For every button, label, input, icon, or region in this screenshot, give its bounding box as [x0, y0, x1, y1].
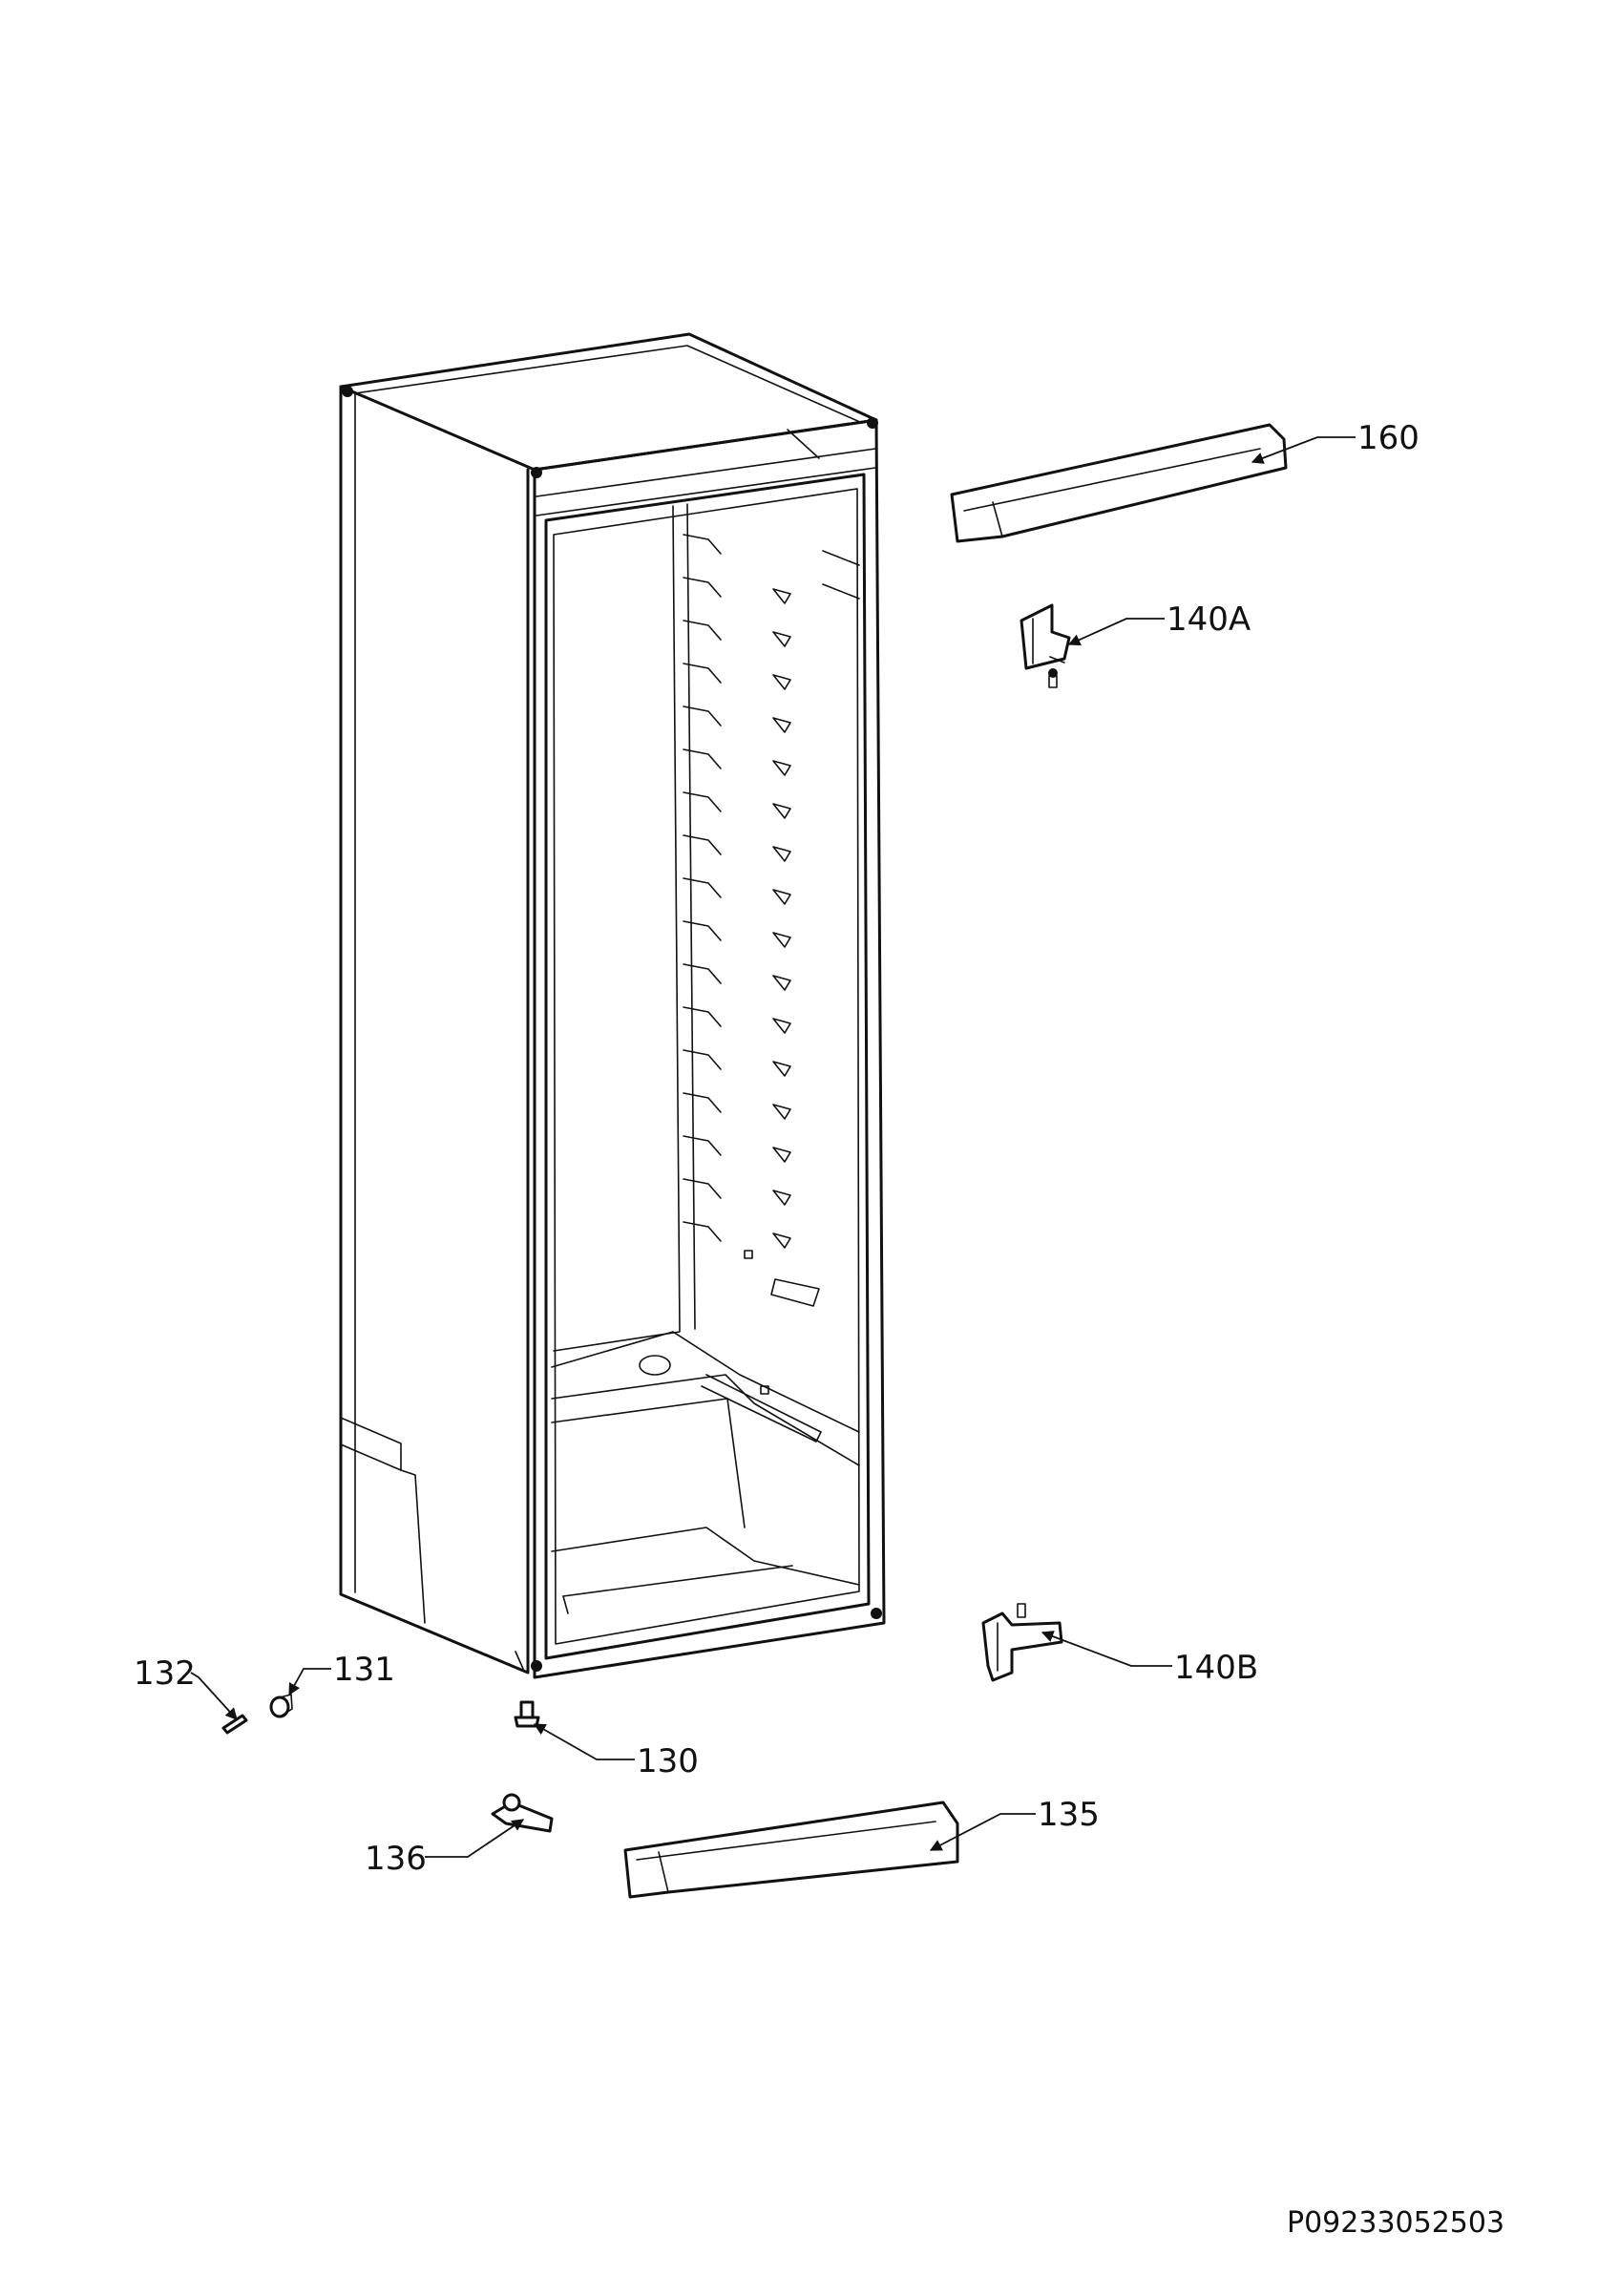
callout-labels: 160 140A 140B 131 132 130 135 136 — [134, 419, 1419, 1878]
callout-160: 160 — [1357, 419, 1419, 457]
part-160-top-trim — [950, 423, 1288, 543]
part-140b-lower-hinge — [981, 1603, 1063, 1682]
callout-130: 130 — [637, 1742, 699, 1780]
right-shelf-notches — [744, 550, 860, 1395]
callout-140a: 140A — [1167, 600, 1251, 639]
part-140a-upper-hinge — [1020, 603, 1071, 688]
callout-135: 135 — [1038, 1796, 1100, 1834]
leader-lines — [190, 436, 1356, 1858]
part-136-bracket — [491, 1793, 554, 1833]
document-id: P09233052503 — [1287, 2206, 1504, 2240]
callout-131: 131 — [333, 1651, 395, 1689]
part-130-foot — [514, 1700, 540, 1728]
callout-132: 132 — [134, 1654, 196, 1693]
refrigerator-cabinet — [339, 332, 886, 1679]
part-131-bushing — [269, 1694, 293, 1718]
callout-140b: 140B — [1174, 1649, 1258, 1687]
left-shelf-supports — [683, 534, 722, 1242]
part-135-bottom-trim — [623, 1801, 959, 1899]
callout-136: 136 — [365, 1840, 427, 1878]
